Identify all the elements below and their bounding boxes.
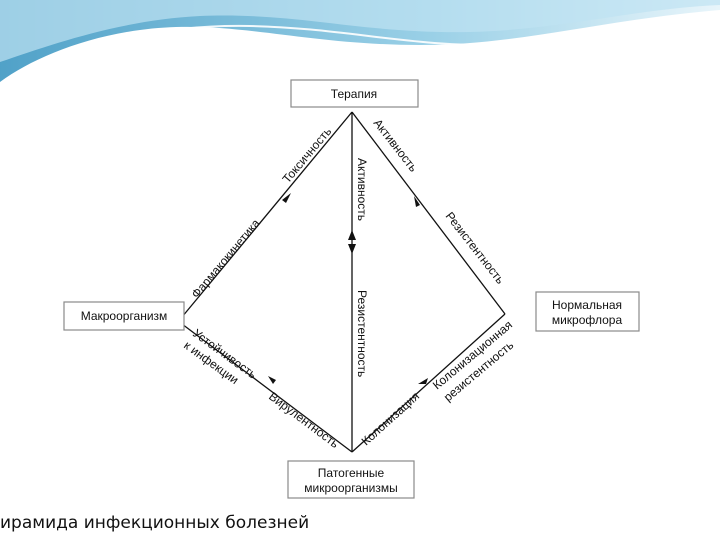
- label-colonization: Колонизация: [359, 389, 422, 448]
- node-therapy: Терапия: [291, 80, 418, 107]
- node-normal-flora: Нормальная микрофлора: [536, 292, 639, 331]
- arrowhead-vertical-down: [348, 244, 356, 254]
- slide-title: ирамида инфекционных болезней: [0, 513, 309, 533]
- label-pharmacokinetics: Фармакокинетика: [189, 216, 263, 301]
- node-pathogens: Патогенные микроорганизмы: [288, 461, 414, 498]
- arrowhead-virulence: [268, 376, 276, 384]
- node-pathogens-label-1: Патогенные: [318, 466, 385, 480]
- arrowhead-vertical-up: [348, 230, 356, 240]
- edge-therapy-normal-flora: [352, 112, 505, 314]
- node-pathogens-label-2: микроорганизмы: [304, 481, 397, 495]
- node-macroorganism-label: Макроорганизм: [81, 309, 168, 323]
- label-resistance-vertical: Резистентность: [355, 290, 369, 377]
- label-toxicity: Токсичность: [280, 124, 335, 185]
- node-normal-flora-label-2: микрофлора: [552, 313, 623, 327]
- label-activity-right: Активность: [371, 116, 421, 174]
- label-virulence: Вирулентность: [266, 389, 341, 451]
- node-macroorganism: Макроорганизм: [64, 302, 184, 330]
- node-therapy-label: Терапия: [331, 87, 377, 101]
- node-normal-flora-label-1: Нормальная: [552, 298, 622, 312]
- arrowhead-colonization: [418, 378, 428, 384]
- label-activity-vertical: Активность: [355, 158, 369, 221]
